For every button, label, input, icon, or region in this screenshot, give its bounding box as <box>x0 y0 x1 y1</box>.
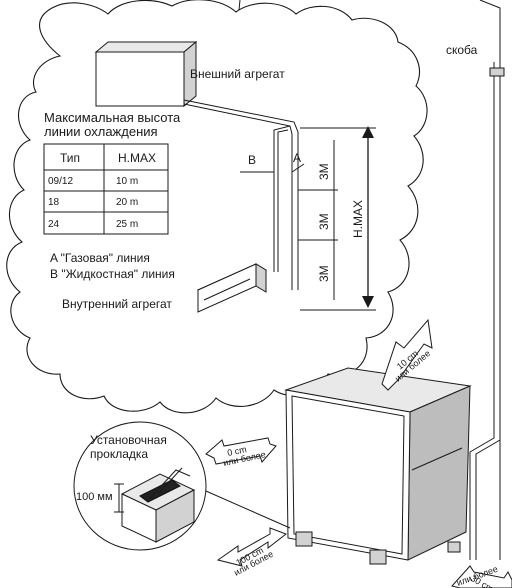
indoor-unit-label: Внутренний агрегат <box>62 297 172 311</box>
hmax-label: H.MAX <box>351 200 365 238</box>
outdoor-unit-box <box>94 40 198 108</box>
clearance-front-arrow <box>216 527 288 567</box>
max-height-title-line2: линии охлаждения <box>44 124 158 139</box>
refrigerant-pipes <box>183 99 305 290</box>
segment-label-3: 3M <box>317 265 331 282</box>
table-cell-model-2: 18 <box>48 197 60 208</box>
segment-label-1: 3M <box>317 163 331 180</box>
pad-height-label: 100 мм <box>76 491 113 503</box>
max-height-title-line1: Максимальная высота <box>44 110 181 125</box>
table-header-hmax: H.MAX <box>118 151 156 165</box>
bracket-label: скоба <box>446 43 478 57</box>
condensing-unit <box>284 367 472 565</box>
indoor-unit-box <box>196 263 268 313</box>
table-cell-height-3: 25 m <box>116 219 138 230</box>
clearance-left-arrow <box>205 437 277 465</box>
pad-title-line1: Установочная <box>90 433 167 447</box>
table-cell-height-1: 10 m <box>116 176 138 187</box>
pad-callout <box>73 421 291 551</box>
table-cell-model-3: 24 <box>48 219 60 230</box>
clearance-right-arrow <box>451 565 512 588</box>
legend-gas-line: A "Газовая" линия <box>50 251 150 265</box>
segment-label-2: 3M <box>317 213 331 230</box>
height-dimensions <box>298 126 376 311</box>
legend-liquid-line: B "Жидкостная" линия <box>50 267 175 281</box>
pad-title-line2: прокладка <box>90 447 148 461</box>
line-b-marker: B <box>248 153 256 167</box>
table-cell-height-2: 20 m <box>116 197 138 208</box>
wall-drain-pipe <box>469 62 505 560</box>
line-a-marker: A <box>293 151 301 165</box>
clearance-left-value: 0 cm <box>226 444 247 458</box>
table-header-type: Тип <box>60 151 80 165</box>
clearance-top-arrow <box>381 318 433 391</box>
table-cell-model-1: 09/12 <box>48 176 73 187</box>
outdoor-unit-label: Внешний агрегат <box>190 67 285 81</box>
max-height-table: Тип H.MAX 09/12 10 m 18 20 m 24 25 m <box>43 143 169 235</box>
